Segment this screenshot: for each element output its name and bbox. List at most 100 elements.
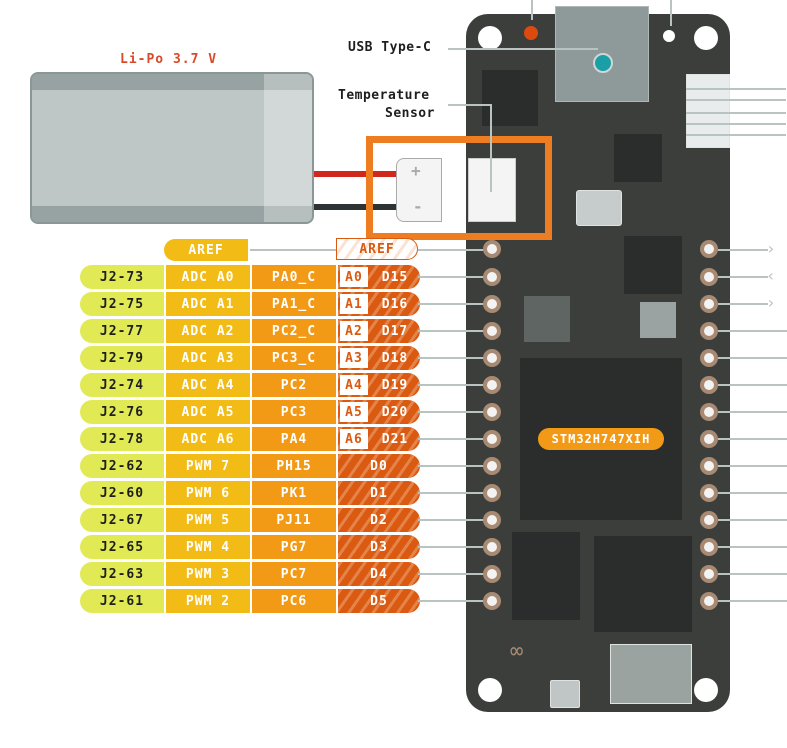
- digital-pin-text: D19: [381, 377, 409, 393]
- led-callout-line: [531, 0, 533, 20]
- battery-band-bottom: [32, 206, 312, 222]
- left-header-pin[interactable]: [483, 511, 501, 529]
- aref-pin[interactable]: [483, 240, 501, 258]
- right-pin-line: [718, 384, 787, 386]
- digital-pin-text: D18: [381, 350, 409, 366]
- right-pin-line: [718, 519, 787, 521]
- power-led: [524, 26, 538, 40]
- port-label: PH15: [252, 454, 336, 478]
- right-header-pin[interactable]: [700, 565, 718, 583]
- function-label: PWM 2: [166, 589, 250, 613]
- left-header-pin[interactable]: [483, 484, 501, 502]
- digital-pin-text: D0: [370, 458, 388, 474]
- right-pin-line: [718, 465, 787, 467]
- left-header-pin[interactable]: [483, 457, 501, 475]
- pin-connector-line: [418, 546, 492, 548]
- left-header-pin[interactable]: [483, 592, 501, 610]
- header-pin-label: J2-63: [80, 562, 164, 586]
- digital-pin-text: D4: [370, 566, 388, 582]
- digital-pin-label: A3 D18: [338, 346, 420, 370]
- temperature-callout-label-2: Sensor: [385, 106, 435, 121]
- ic-chip: [614, 134, 662, 182]
- ic-chip: [524, 296, 570, 342]
- header-pin-label: J2-74: [80, 373, 164, 397]
- aref-pin-line: [418, 249, 492, 251]
- left-header-pin[interactable]: [483, 403, 501, 421]
- left-header-pin[interactable]: [483, 349, 501, 367]
- right-header-pin[interactable]: [700, 403, 718, 421]
- header-pin-label: J2-75: [80, 292, 164, 316]
- input-arrow-icon: ‹: [766, 266, 776, 285]
- analog-pin-label: A3: [340, 348, 368, 368]
- antenna-module: [610, 644, 692, 704]
- right-header-pin[interactable]: [700, 430, 718, 448]
- function-label: ADC A1: [166, 292, 250, 316]
- right-header-pin[interactable]: [700, 349, 718, 367]
- left-header-pin[interactable]: [483, 538, 501, 556]
- analog-pin-label: A4: [340, 375, 368, 395]
- right-header-pin[interactable]: [700, 376, 718, 394]
- usb-c-connector: [555, 6, 649, 102]
- digital-pin-text: D16: [381, 296, 409, 312]
- port-label: PK1: [252, 481, 336, 505]
- pin-connector-line: [418, 384, 492, 386]
- header-pin-label: J2-76: [80, 400, 164, 424]
- port-label: PC3: [252, 400, 336, 424]
- right-header-pin[interactable]: [700, 322, 718, 340]
- red-wire: [314, 171, 400, 177]
- right-header-pin[interactable]: [700, 484, 718, 502]
- aref-board-label: AREF: [336, 238, 418, 260]
- left-header-pin[interactable]: [483, 322, 501, 340]
- pin-connector-line: [418, 411, 492, 413]
- port-label: PC2: [252, 373, 336, 397]
- function-label: PWM 6: [166, 481, 250, 505]
- header-pin-label: J2-73: [80, 265, 164, 289]
- right-pin-line: [718, 438, 787, 440]
- left-header-pin[interactable]: [483, 268, 501, 286]
- battery-connector-highlight: [366, 136, 552, 240]
- function-label: PWM 5: [166, 508, 250, 532]
- digital-pin-label: D5: [338, 589, 420, 613]
- left-header-pin[interactable]: [483, 565, 501, 583]
- ic-chip: [512, 532, 580, 620]
- right-header-pin[interactable]: [700, 538, 718, 556]
- left-header-pin[interactable]: [483, 430, 501, 448]
- right-header-pin[interactable]: [700, 511, 718, 529]
- header-pin-label: J2-62: [80, 454, 164, 478]
- digital-pin-label: D0: [338, 454, 420, 478]
- right-header-pin[interactable]: [700, 592, 718, 610]
- left-header-pin[interactable]: [483, 295, 501, 313]
- right-pin-line: [718, 357, 787, 359]
- pin-connector-line: [418, 492, 492, 494]
- digital-pin-text: D2: [370, 512, 388, 528]
- function-label: PWM 3: [166, 562, 250, 586]
- function-label: ADC A0: [166, 265, 250, 289]
- pin-connector-line: [418, 330, 492, 332]
- right-header-pin[interactable]: [700, 268, 718, 286]
- digital-pin-text: D15: [381, 269, 409, 285]
- header-pin-label: J2-67: [80, 508, 164, 532]
- usb-c-callout-dot: [593, 53, 613, 73]
- digital-pin-label: D4: [338, 562, 420, 586]
- ic-chip: [624, 236, 682, 294]
- status-led: [663, 30, 675, 42]
- left-header-pin[interactable]: [483, 376, 501, 394]
- chip-label-text: STM32H747XIH: [551, 432, 651, 446]
- digital-pin-text: D20: [381, 404, 409, 420]
- aref-board-text: AREF: [359, 241, 395, 257]
- right-header-pin[interactable]: [700, 240, 718, 258]
- analog-pin-label: A1: [340, 294, 368, 314]
- right-header-pin[interactable]: [700, 295, 718, 313]
- right-header-pin[interactable]: [700, 457, 718, 475]
- pin-connector-line: [418, 303, 492, 305]
- function-label: ADC A5: [166, 400, 250, 424]
- temperature-callout-line: [448, 104, 492, 106]
- reset-button[interactable]: [576, 190, 622, 226]
- digital-pin-text: D5: [370, 593, 388, 609]
- header-pin-label: J2-60: [80, 481, 164, 505]
